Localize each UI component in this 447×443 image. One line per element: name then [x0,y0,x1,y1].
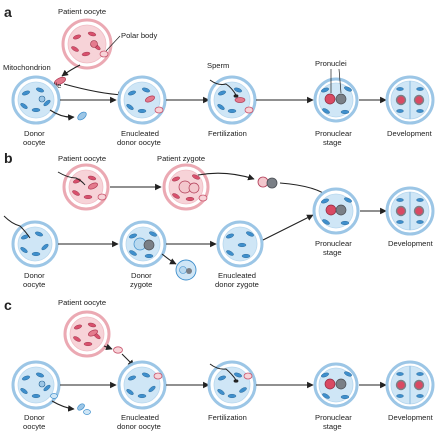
label-donor-oocyte-b-2: oocyte [23,280,45,289]
development-cell-b [385,186,435,236]
remove-spindle-arrow-c [51,400,75,412]
label-enucleated-c-2: donor oocyte [117,422,161,431]
enucleated-donor-oocyte-cell-c [117,360,167,410]
label-donor-zygote-2: zygote [130,280,152,289]
pronuclei-leader-2 [338,68,342,94]
donor-oocyte-cell-b [11,220,59,268]
spindle-up-arrow [61,64,81,77]
pronucleus-maternal [324,93,336,105]
label-donor-zygote-1: Donor [131,271,152,280]
donor-zygote-cell [119,220,167,268]
label-patient-zygote: Patient zygote [157,154,205,163]
label-fertilization: Fertilization [208,129,247,138]
patient-oocyte-cell [61,18,113,70]
spindle-to-enucleated-arrow [63,83,125,99]
label-polar-body: Polar body [121,31,158,40]
label-donor-oocyte-2: oocyte [23,138,45,147]
pronuclear-stage-cell-b [312,187,360,235]
panel-c: c Patient oocyte [4,297,435,431]
arrow-b6 [262,214,314,241]
label-pronuclei: Pronuclei [315,59,347,68]
spindle-icon [38,95,46,103]
polar-body-leader [105,35,121,52]
label-sperm: Sperm [207,61,229,70]
label-enucleated-c-1: Enucleated [121,413,159,422]
label-enucleated-zygote-1: Enucleated [218,271,256,280]
pronucleus-paternal [335,93,347,105]
patient-zygote-cell [162,163,210,211]
label-donor-oocyte-c-2: oocyte [23,422,45,431]
development-cell-c [385,360,435,410]
enucleated-donor-oocyte-cell [117,75,167,125]
label-enucleated-zygote-2: donor zygote [215,280,259,289]
label-pronuclear-2: stage [323,138,342,147]
polar-body-icon [113,346,123,354]
arrow-b2 [197,172,255,181]
development-cell [385,75,435,125]
label-pronuclear-c-1: Pronuclear [315,413,352,422]
sperm-head [233,379,239,383]
label-donor-oocyte-b-1: Donor [24,271,45,280]
spindle-transfer [54,76,66,86]
mitochondrion-group [20,87,51,112]
label-pronuclear-c-2: stage [323,422,342,431]
remove-pronuclei-arrow [161,253,177,265]
label-enucleated-2: donor oocyte [117,138,161,147]
removed-karyoplast [175,259,197,281]
label-mitochondrion: Mitochondrion [3,63,51,72]
transferred-pronuclei [257,176,278,189]
label-development-b: Development [388,239,434,248]
panel-a-letter: a [4,4,12,20]
polar-body-out-arrow [103,343,113,351]
sperm-icon [209,79,237,96]
remove-spindle-arrow [49,109,75,121]
fertilization-cell [207,75,257,125]
label-pronuclear-b-2: stage [323,248,342,257]
label-development: Development [387,129,433,138]
label-patient-oocyte-c: Patient oocyte [58,298,106,307]
pronuclear-stage-cell [313,77,359,123]
removed-spindle-c [77,403,91,415]
label-pronuclear-1: Pronuclear [315,129,352,138]
fertilization-cell-c [207,360,257,410]
label-donor-oocyte-1: Donor [24,129,45,138]
panel-c-letter: c [4,297,12,313]
donor-oocyte-cell [11,75,61,125]
panel-b: b Patient oocyte [3,150,435,289]
removed-spindle-icon [77,111,87,121]
patient-oocyte-cell-c [63,310,111,358]
sperm-head [233,94,239,98]
donor-oocyte-cell-c [11,360,61,410]
enucleated-donor-zygote-cell [216,220,264,268]
label-enucleated-1: Enucleated [121,129,159,138]
label-pronuclear-b-1: Pronuclear [315,239,352,248]
label-development-c: Development [388,413,434,422]
patient-oocyte-cell-b [62,163,110,211]
panel-b-letter: b [4,150,13,166]
sperm-icon [57,171,86,186]
sperm-icon [209,363,237,381]
sperm-icon [3,215,31,239]
label-patient-oocyte-b: Patient oocyte [58,154,106,163]
pronuclear-stage-cell-c [313,362,359,408]
polar-body-icon [99,50,109,58]
label-donor-oocyte-c-1: Donor [24,413,45,422]
label-fertilization-c: Fertilization [208,413,247,422]
spindle-icon [90,40,98,48]
label-patient-oocyte: Patient oocyte [58,7,106,16]
panel-a: a Patient oocyte Polar body Mitochondrio… [3,4,435,147]
